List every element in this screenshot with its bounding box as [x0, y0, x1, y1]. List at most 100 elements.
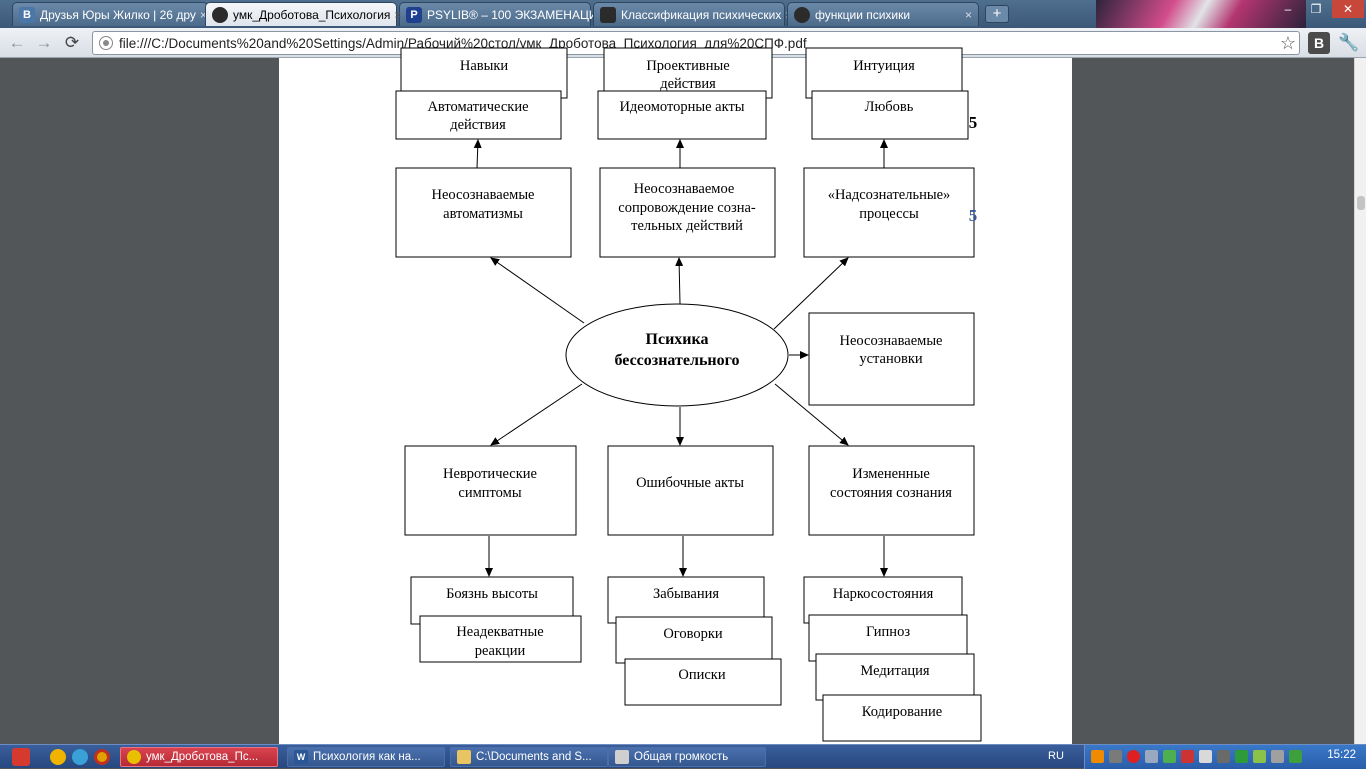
address-bar[interactable]: ☆: [92, 31, 1300, 55]
arrow: [490, 383, 583, 446]
network-icon[interactable]: [1145, 750, 1158, 763]
tab-close-icon[interactable]: ×: [964, 7, 972, 22]
back-button[interactable]: ←: [8, 33, 26, 52]
clock[interactable]: 15:22: [1327, 749, 1356, 761]
psylib-icon: P: [406, 6, 422, 23]
tray-app-icon[interactable]: [1109, 750, 1122, 763]
tab-psylib[interactable]: P PSYLIB® – 100 ЭКЗАМЕНАЦИ ×: [399, 2, 608, 26]
task-label: умк_Дроботова_Пс...: [146, 751, 259, 763]
tray-app-icon[interactable]: [1091, 750, 1104, 763]
box-inadequate-reactions: [419, 615, 582, 663]
box-automatic-actions: [395, 90, 562, 140]
box-slips-of-tongue: [615, 616, 773, 664]
label-forgetting: Забывания: [653, 586, 719, 602]
label-attitudes-1: Неосознаваемые: [839, 333, 942, 349]
box-forgetting: [607, 576, 765, 624]
loading-icon: [212, 6, 228, 23]
label-neurotic-1: Невротические: [443, 466, 537, 482]
tray-app-icon[interactable]: [1217, 750, 1230, 763]
antivirus-icon[interactable]: [1235, 750, 1248, 763]
volume-icon[interactable]: [1199, 750, 1212, 763]
center-ellipse: [565, 303, 789, 407]
url-input[interactable]: [119, 35, 1277, 51]
tab-title: Друзья Юры Жилко | 26 дру: [40, 7, 196, 22]
minimize-button[interactable]: –: [1284, 2, 1292, 16]
language-indicator[interactable]: RU: [1048, 750, 1064, 762]
box-love: [811, 90, 969, 140]
label-inadequate-2: реакции: [475, 643, 526, 659]
label-superconscious-2: процессы: [859, 206, 919, 222]
tab-umk-pdf[interactable]: умк_Дроботова_Психология ×: [205, 2, 401, 26]
taskbar: умк_Дроботова_Пс... W Психология как на.…: [0, 744, 1366, 769]
diagram-labels: Навыки Проективные действия Интуиция Авт…: [427, 58, 977, 720]
tray-app-icon[interactable]: [1181, 750, 1194, 763]
word-icon: W: [294, 750, 308, 764]
tab-classification[interactable]: Классификация психических ×: [593, 2, 792, 26]
stray-glyph: 5: [969, 206, 978, 225]
box-unconscious-accompaniment: [599, 167, 776, 258]
label-altered-2: состояния сознания: [830, 485, 952, 501]
psyche-diagram: Навыки Проективные действия Интуиция Авт…: [395, 47, 982, 742]
label-altered-1: Измененные: [852, 466, 930, 482]
arrow: [490, 257, 585, 324]
start-home-icon[interactable]: [12, 748, 30, 766]
tab-close-icon[interactable]: ×: [199, 7, 207, 22]
maximize-button[interactable]: ❐: [1310, 2, 1322, 16]
label-ideomotor: Идеомоторные акты: [619, 99, 744, 115]
tab-title: умк_Дроботова_Психология: [233, 7, 391, 22]
quicklaunch-app-icon[interactable]: [72, 749, 88, 765]
tab-close-icon[interactable]: ×: [394, 7, 402, 22]
chrome-icon[interactable]: [94, 749, 110, 765]
task-volume-control[interactable]: Общая громкость: [608, 747, 766, 767]
bookmark-star-icon[interactable]: ☆: [1279, 32, 1297, 53]
box-superconscious-processes: [803, 167, 975, 258]
folder-icon: [457, 750, 471, 764]
tab-vk[interactable]: В Друзья Юры Жилко | 26 дру ×: [12, 2, 208, 26]
scrollbar-thumb[interactable]: [1357, 196, 1365, 210]
label-attitudes-2: установки: [859, 351, 923, 367]
label-automatisms-2: автоматизмы: [443, 206, 523, 222]
label-neurotic-2: симптомы: [458, 485, 521, 501]
arrow: [774, 383, 849, 446]
arrow: [773, 257, 849, 330]
label-projective-2: действия: [660, 76, 716, 92]
pdf-page: Навыки Проективные действия Интуиция Авт…: [279, 47, 1072, 744]
vertical-scrollbar[interactable]: [1354, 58, 1366, 744]
label-auto-actions-1: Автоматические: [427, 99, 528, 115]
tab-psyche-functions[interactable]: функции психики ×: [787, 2, 979, 26]
task-chrome-pdf[interactable]: умк_Дроботова_Пс...: [120, 747, 278, 767]
tray-app-icon[interactable]: [1163, 750, 1176, 763]
box-unconscious-automatisms: [395, 167, 572, 258]
close-window-button[interactable]: ✕: [1332, 0, 1364, 18]
chrome-icon: [127, 750, 141, 764]
box-unconscious-attitudes: [808, 312, 975, 406]
label-accompaniment-2: сопровождение созна-: [618, 200, 756, 216]
tray-app-icon[interactable]: [1271, 750, 1284, 763]
label-intuition: Интуиция: [853, 58, 915, 74]
reload-button[interactable]: ⟳: [64, 33, 80, 52]
page-info-icon[interactable]: [99, 36, 113, 50]
label-slips-tongue: Оговорки: [663, 626, 723, 642]
tray-app-icon[interactable]: [1253, 750, 1266, 763]
box-skills: [400, 47, 568, 99]
wrench-menu-icon[interactable]: 🔧: [1338, 33, 1360, 52]
label-erroneous: Ошибочные акты: [636, 475, 744, 491]
label-center-2: бессознательного: [614, 352, 739, 369]
tray-app-icon[interactable]: [1289, 750, 1302, 763]
arrow: [473, 139, 482, 169]
task-explorer-folder[interactable]: C:\Documents and S...: [450, 747, 608, 767]
opera-icon[interactable]: [1127, 750, 1140, 763]
vk-icon: В: [19, 6, 35, 23]
box-erroneous-acts: [607, 445, 774, 536]
tab-title: PSYLIB® – 100 ЭКЗАМЕНАЦИ: [427, 7, 598, 22]
box-projective-actions: [603, 47, 773, 99]
label-automatisms-1: Неосознаваемые: [431, 187, 534, 203]
quicklaunch-app-icon[interactable]: [50, 749, 66, 765]
task-word-document[interactable]: W Психология как на...: [287, 747, 445, 767]
pdf-viewer[interactable]: Навыки Проективные действия Интуиция Авт…: [0, 47, 1366, 744]
extension-icon[interactable]: B: [1308, 32, 1330, 54]
new-tab-button[interactable]: +: [985, 5, 1009, 23]
forward-button[interactable]: →: [35, 33, 53, 52]
box-altered-states: [808, 445, 975, 536]
tab-title: Классификация психических: [621, 7, 782, 22]
